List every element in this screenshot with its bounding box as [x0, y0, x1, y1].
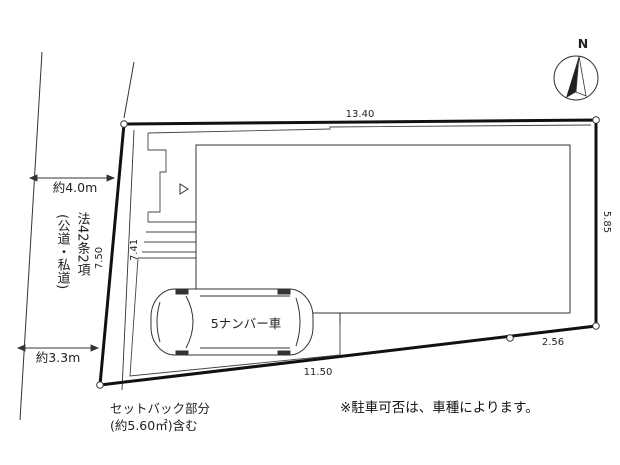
north-compass-icon: [553, 55, 599, 101]
entrance-marker-icon: [179, 183, 189, 195]
building-footprint: [195, 144, 571, 314]
corner-marker: [96, 381, 104, 389]
compass-label: N: [578, 36, 588, 51]
dim-bottom-right: 2.56: [542, 337, 564, 348]
road-width-dimensions: [16, 174, 116, 352]
car-icon: [150, 288, 314, 356]
road-edge-lines: [19, 51, 135, 421]
corner-marker: [592, 322, 600, 330]
corner-marker: [120, 120, 128, 128]
corner-marker: [592, 116, 600, 124]
setback-label: セットバック部分: [110, 401, 210, 416]
corner-markers: [96, 116, 600, 389]
car-label: 5ナンバー車: [211, 316, 281, 331]
entry-steps: [142, 212, 196, 253]
dim-left-outer: 7.50: [94, 247, 105, 269]
dim-left-inner: 7.41: [129, 239, 140, 261]
corner-marker: [506, 334, 514, 342]
road-width-bottom: 約3.3m: [36, 350, 81, 365]
dim-right: 5.85: [601, 211, 612, 233]
dim-bottom: 11.50: [304, 367, 333, 378]
entrance-outline: [147, 133, 167, 213]
setback-line: [121, 129, 135, 391]
road-type-category: (公道・私道): [55, 214, 71, 289]
setback-area: (約5.60㎡)含む: [110, 418, 198, 433]
parking-note: ※駐車可否は、車種によります。: [340, 400, 539, 416]
interior-outline: [147, 124, 592, 134]
dim-top: 13.40: [346, 109, 375, 120]
road-type-article: 法42条2項: [75, 212, 91, 276]
road-width-top: 約4.0m: [53, 180, 98, 195]
